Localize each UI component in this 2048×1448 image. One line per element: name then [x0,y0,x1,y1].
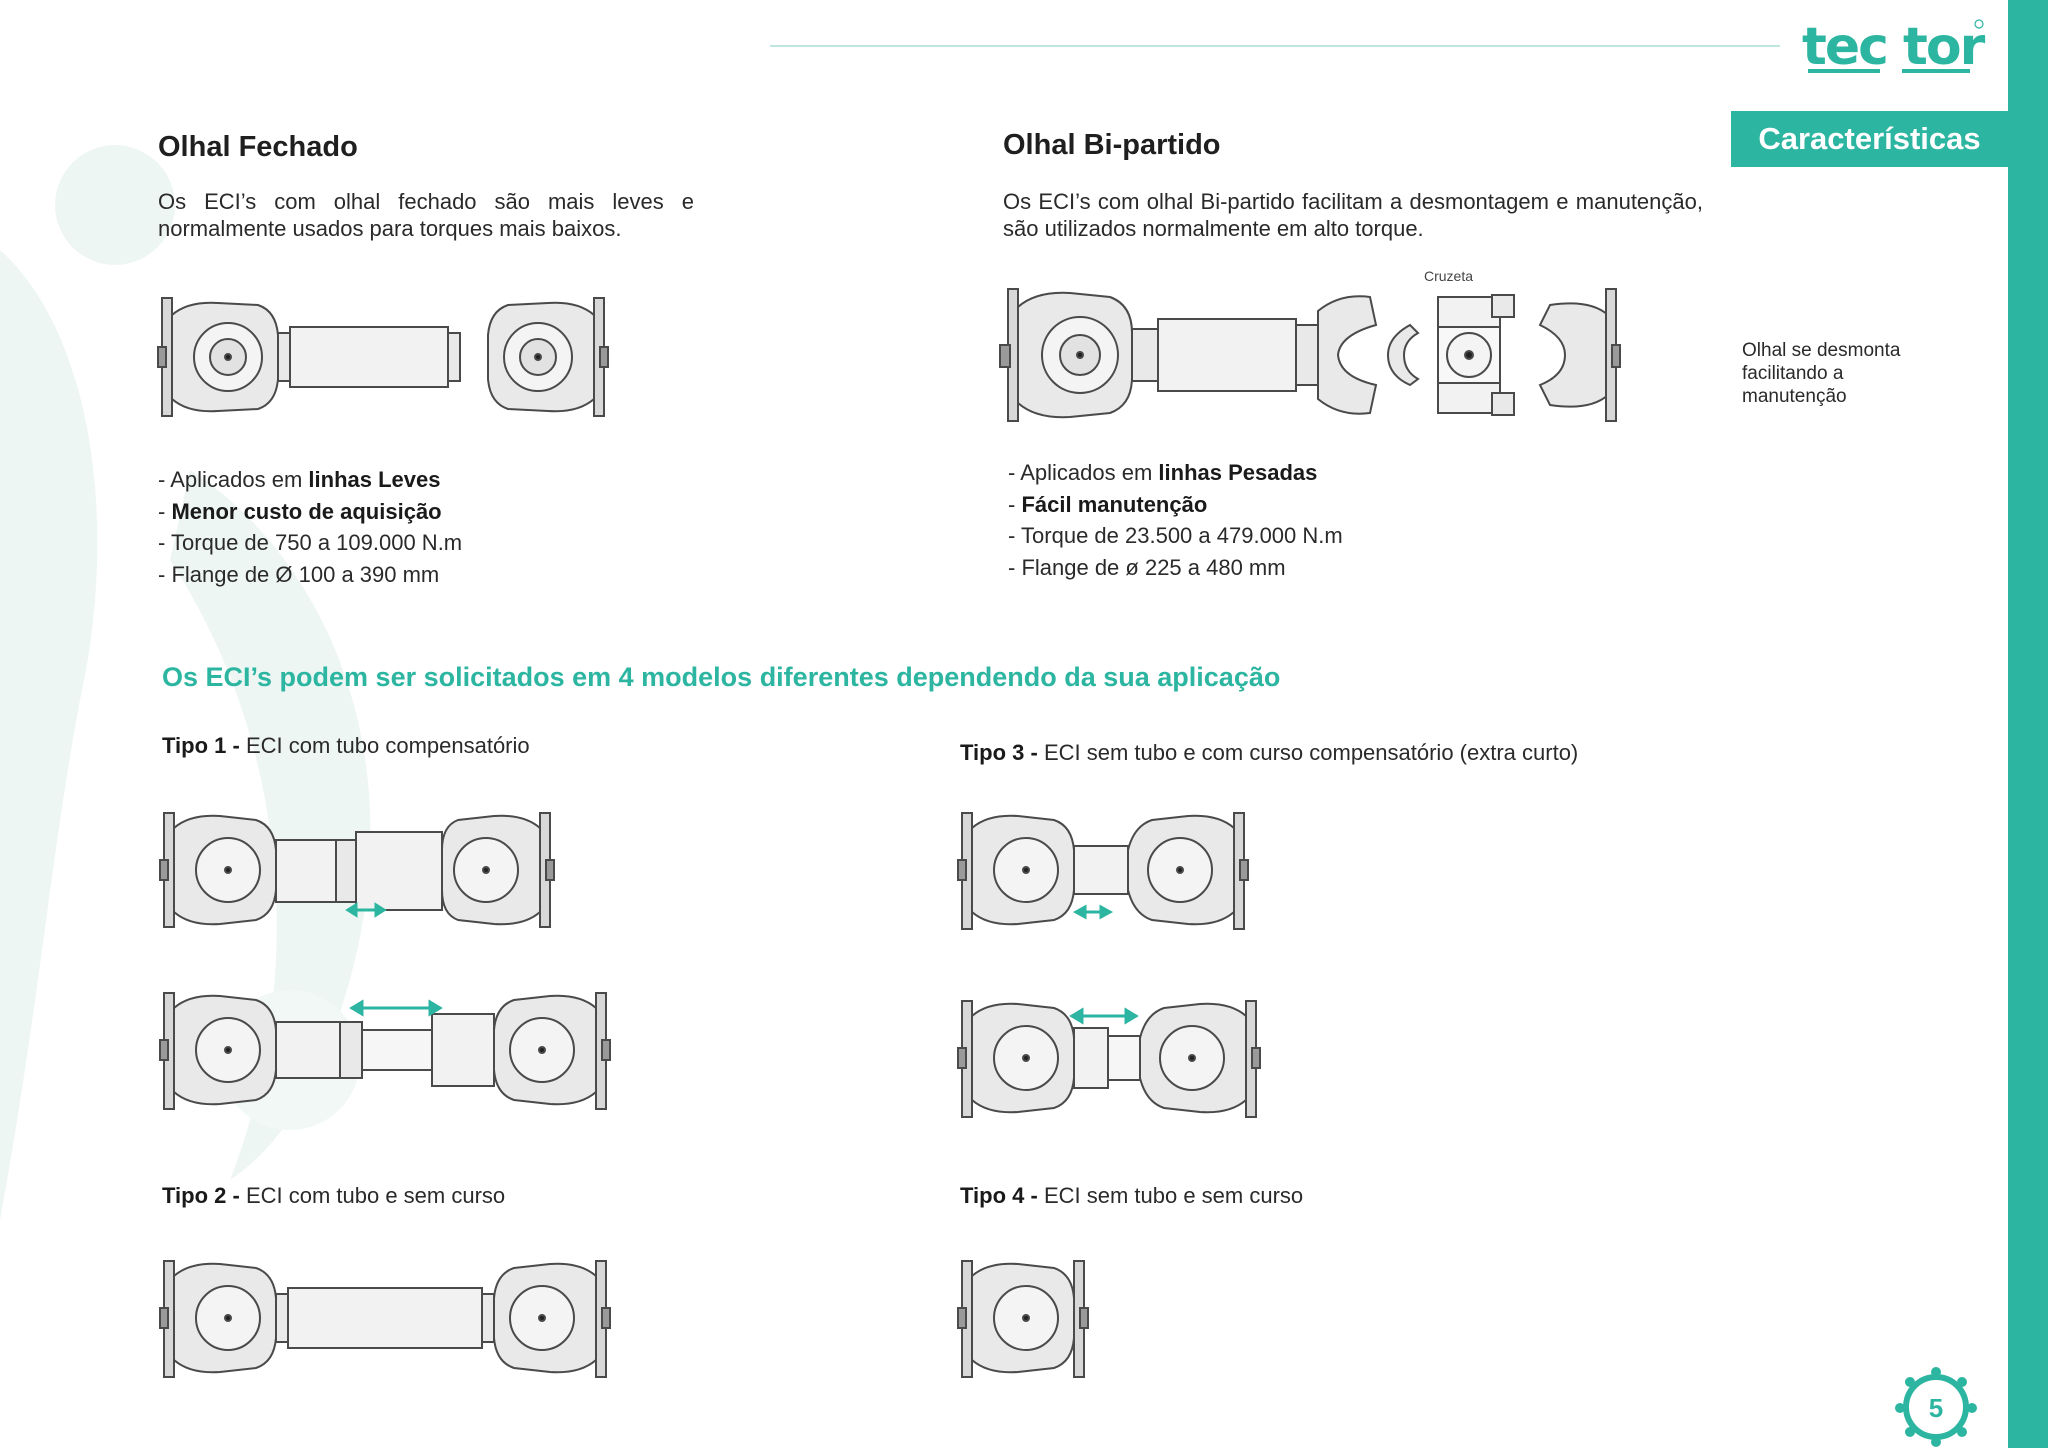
models-heading: Os ECI’s podem ser solicitados em 4 mode… [162,662,1281,692]
feature-item: - Fácil manutenção [1008,491,1208,517]
page-number: 5 [1929,1393,1943,1423]
tipo-3-extended-illustration [957,1000,1261,1118]
feature-item: - Flange de Ø 100 a 390 mm [158,561,440,587]
header-divider [770,45,1780,47]
tipo-2-label: Tipo 2 - ECI com tubo e sem curso [162,1183,506,1208]
tipo-2-illustration [159,1260,611,1378]
olhal-bipartido-features: - Aplicados em linhas Pesadas - Fácil ma… [1008,457,1343,583]
feature-item: - Flange de ø 225 a 480 mm [1008,554,1286,580]
feature-item: - Torque de 750 a 109.000 N.m [158,530,463,555]
feature-item: - Torque de 23.500 a 479.000 N.m [1008,523,1343,548]
olhal-bipartido-title: Olhal Bi-partido [1003,129,1221,161]
feature-item: - Aplicados em linhas Pesadas [1008,460,1318,485]
tipo-3-label: Tipo 3 - ECI sem tubo e com curso compen… [960,740,1579,765]
olhal-fechado-intro: Os ECI’s com olhal fechado são mais leve… [158,189,694,241]
tipo-4-label: Tipo 4 - ECI sem tubo e sem curso [960,1183,1304,1208]
tipo-1-retracted-illustration [159,812,555,928]
tector-logo: tec tor [1802,17,1988,76]
section-tab: Características [1731,111,2008,167]
feature-item: - Aplicados em linhas Leves [158,467,441,492]
tipo-1-extended-illustration [159,992,611,1110]
tipo-1-label: Tipo 1 - ECI com tubo compensatório [162,733,530,758]
olhal-fechado-features: - Aplicados em linhas Leves - Menor cust… [158,464,462,590]
tipo-3-retracted-illustration [957,812,1249,930]
feature-item: - Menor custo de aquisição [158,498,442,524]
olhal-bipartido-exploded-illustration [999,288,1621,422]
olhal-fechado-title: Olhal Fechado [158,131,358,163]
cruzeta-label: Cruzeta [1424,268,1474,284]
olhal-side-note: Olhal se desmonta facilitando a manutenç… [1742,340,1901,407]
gear-people-icon: 5 [1895,1367,1977,1447]
olhal-fechado-shaft-illustration [157,297,609,417]
tipo-4-illustration [957,1260,1089,1378]
logo-text: tec tor [1802,17,1986,76]
page-number-badge: 5 [1892,1364,1980,1448]
olhal-bipartido-intro: Os ECI’s com olhal Bi-partido facilitam … [1003,189,1703,241]
right-accent-band [2008,0,2048,1448]
